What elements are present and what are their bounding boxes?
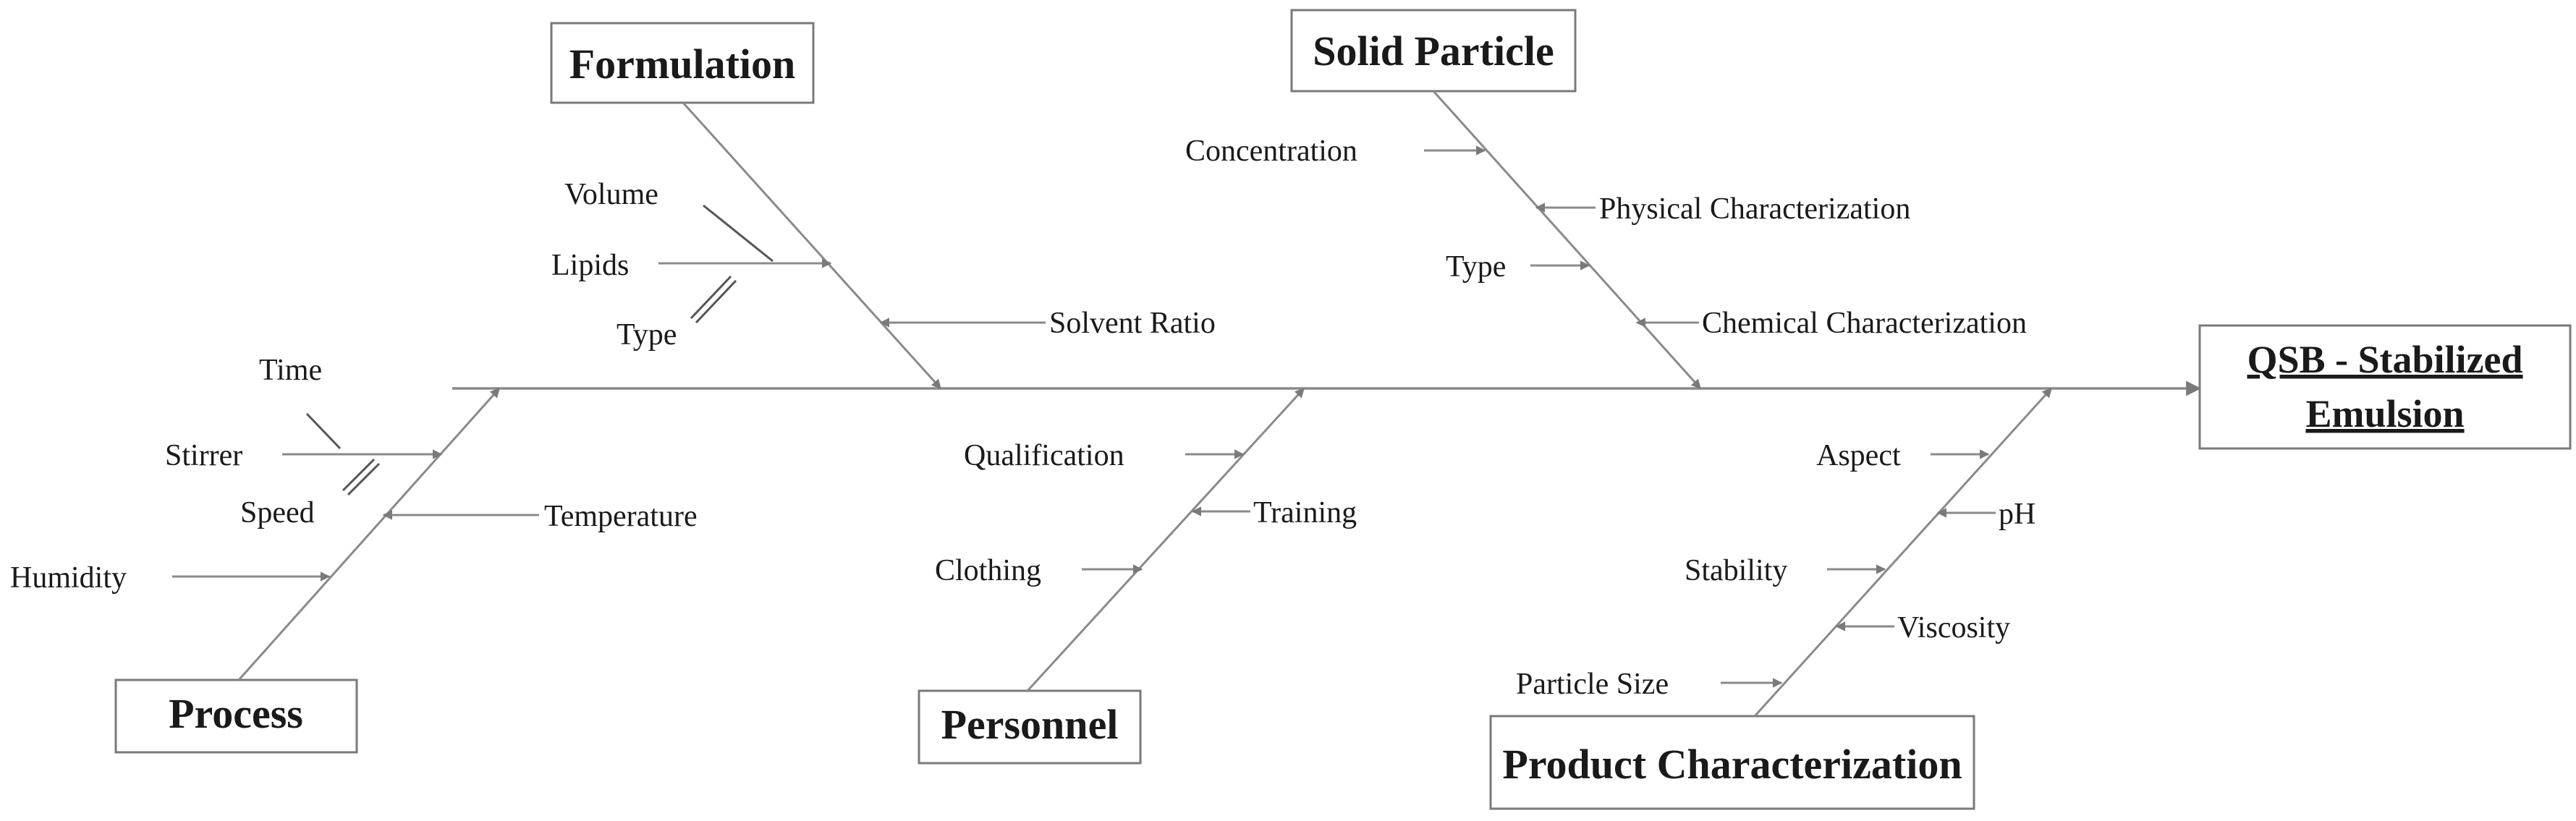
volume-connector	[703, 204, 774, 263]
aspect-label: Aspect	[1816, 439, 1901, 472]
process-bone	[237, 387, 501, 681]
category-process: Process Time Stirrer Speed Temperature H…	[10, 354, 698, 754]
solid-particle-title: Solid Particle	[1313, 27, 1554, 75]
solid-particle-type-label: Type	[1446, 250, 1506, 284]
humidity-label: Humidity	[10, 561, 127, 595]
process-title: Process	[169, 690, 303, 737]
formulation-title: Formulation	[569, 41, 796, 88]
category-product-characterization: Product Characterization Aspect pH Stabi…	[1489, 387, 2053, 810]
training-label: Training	[1253, 496, 1357, 529]
effect-label-line2: Emulsion	[2305, 392, 2464, 435]
product-char-title: Product Characterization	[1502, 741, 1962, 788]
time-label: Time	[259, 354, 322, 387]
lipids-label: Lipids	[551, 249, 629, 282]
category-formulation: Formulation Lipids Volume Type Solvent R…	[550, 22, 1216, 390]
solid-particle-bone	[1432, 90, 1702, 390]
type-connector-2	[695, 279, 737, 324]
physical-char-label: Physical Characterization	[1599, 192, 1910, 226]
temperature-label: Temperature	[544, 500, 698, 533]
product-char-bone	[1753, 387, 2053, 718]
formulation-type-label: Type	[617, 318, 677, 352]
category-solid-particle: Solid Particle Concentration Physical Ch…	[1185, 9, 2027, 390]
speed-label: Speed	[240, 496, 315, 529]
personnel-title: Personnel	[941, 701, 1119, 748]
stirrer-label: Stirrer	[165, 439, 242, 472]
solvent-ratio-label: Solvent Ratio	[1049, 307, 1216, 340]
formulation-bone	[682, 101, 942, 390]
viscosity-label: Viscosity	[1897, 611, 2010, 645]
clothing-label: Clothing	[935, 554, 1041, 587]
category-personnel: Personnel Qualification Training Clothin…	[918, 387, 1357, 765]
chemical-char-label: Chemical Characterization	[1702, 307, 2027, 340]
volume-label: Volume	[564, 178, 658, 211]
qualification-label: Qualification	[964, 439, 1124, 472]
time-connector	[305, 412, 342, 450]
particle-size-label: Particle Size	[1516, 668, 1669, 701]
speed-connector	[342, 458, 376, 492]
type-connector	[690, 275, 732, 320]
ph-label: pH	[1999, 498, 2035, 531]
stability-label: Stability	[1685, 554, 1787, 587]
concentration-label: Concentration	[1185, 135, 1357, 168]
effect-box: QSB - Stabilized Emulsion	[2198, 324, 2572, 450]
effect-label-line1: QSB - Stabilized	[2247, 338, 2522, 381]
speed-connector-2	[347, 462, 381, 496]
personnel-bone	[1026, 387, 1305, 692]
